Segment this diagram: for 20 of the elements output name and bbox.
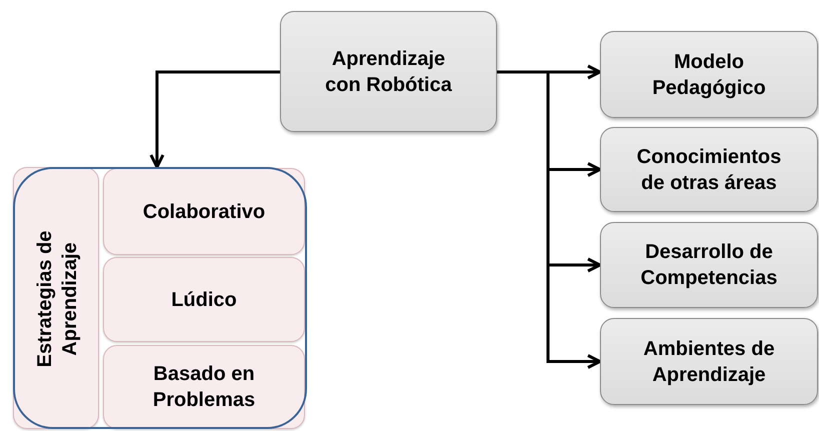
box-label: Basado en Problemas: [152, 362, 256, 413]
topic-box: [600, 31, 818, 118]
category-box: [103, 168, 305, 255]
box-label: Ambientes de Aprendizaje: [642, 336, 776, 388]
box-label: Colaborativo: [142, 200, 266, 224]
topic-box: [600, 222, 818, 308]
box-label: Conocimientos de otras áreas: [636, 144, 782, 196]
group-frame: [13, 167, 307, 429]
topic-box: [600, 318, 818, 405]
box-label: Lúdico: [170, 288, 238, 312]
box-label: Desarrollo de Competencias: [640, 240, 778, 291]
category-box: [103, 345, 305, 429]
box-label: Modelo Pedagógico: [651, 50, 767, 100]
arrow: [150, 70, 280, 168]
arrow: [497, 70, 602, 369]
vertical-heading: Estrategias de Aprendizaje: [33, 230, 82, 370]
box-label: Aprendizaje con Robótica: [324, 46, 453, 98]
category-box: [103, 257, 305, 342]
main-topic-box: [280, 11, 497, 132]
topic-box: [600, 127, 818, 212]
